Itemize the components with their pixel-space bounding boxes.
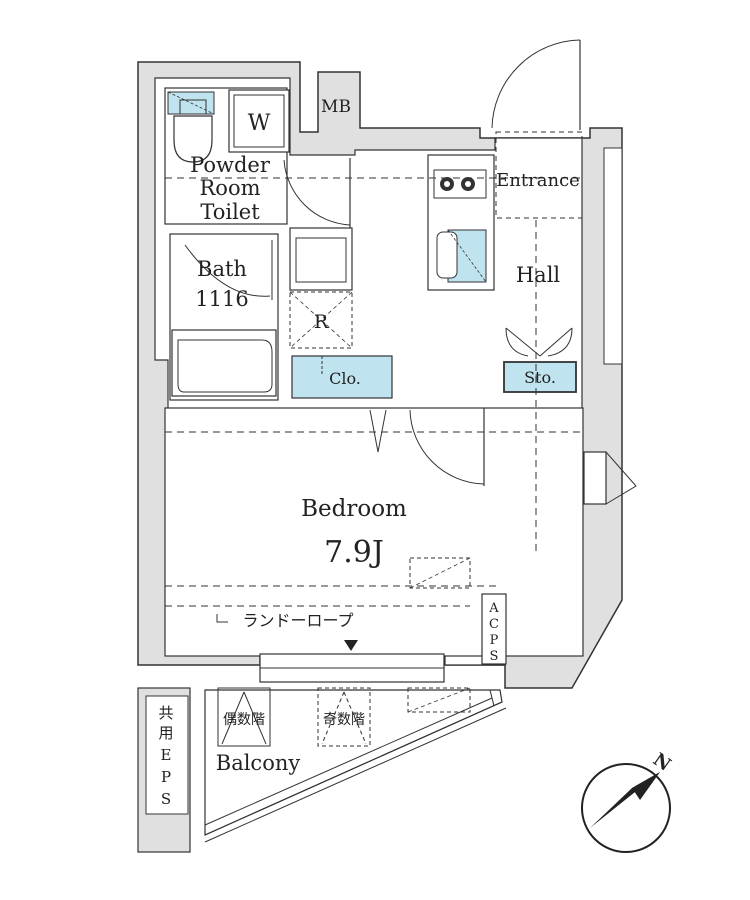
bath-label: Bath — [197, 257, 247, 281]
powder-room — [164, 87, 351, 228]
acps-char-c: C — [489, 617, 499, 632]
acps-char-s: S — [490, 649, 499, 664]
storage-label: Sto. — [524, 368, 556, 387]
storage — [503, 327, 577, 393]
entrance-door — [491, 39, 583, 219]
hall-label: Hall — [516, 263, 561, 287]
bedroom-label: Bedroom — [301, 496, 407, 522]
bath-size-label: 1116 — [195, 287, 248, 311]
fridge-label: R — [314, 311, 329, 333]
compass: N — [581, 749, 675, 853]
acps-label: A C P S — [488, 601, 499, 664]
shared-eps-char-3: E — [161, 746, 172, 764]
bedroom — [164, 220, 637, 683]
kitchen — [427, 154, 495, 291]
bath-room — [169, 233, 279, 401]
even-floor-label: 偶数階 — [223, 712, 265, 728]
powder-label-1: Powder — [190, 153, 271, 177]
shared-eps-label: 共 用 E P S — [158, 704, 173, 808]
meter-box-label: MB — [321, 97, 351, 117]
bedroom-size-label: 7.9J — [324, 535, 384, 570]
shared-eps-char-1: 共 — [158, 704, 173, 722]
washer-label: W — [248, 111, 271, 136]
acps-char-p: P — [490, 633, 499, 648]
compass-north-label: N — [649, 749, 675, 776]
balcony-markers — [217, 687, 471, 747]
balcony-label: Balcony — [216, 751, 301, 775]
shared-eps-char-2: 用 — [158, 724, 173, 742]
powder-label-3: Toilet — [200, 200, 260, 224]
odd-floor-label: 奇数階 — [323, 711, 365, 728]
closet — [291, 355, 393, 399]
shared-eps-char-5: S — [161, 790, 171, 808]
powder-label-2: Room — [199, 176, 260, 200]
rope-end-mark — [216, 614, 228, 623]
acps-char-a: A — [488, 601, 499, 616]
closet-label: Clo. — [329, 369, 361, 388]
compass-ring — [581, 763, 671, 853]
shared-eps-char-4: P — [161, 768, 171, 786]
entrance-label: Entrance — [496, 170, 580, 191]
laundry-rope-label: ランドーロープ — [242, 611, 353, 630]
fridge-space — [289, 227, 353, 349]
balcony-area — [204, 689, 507, 843]
